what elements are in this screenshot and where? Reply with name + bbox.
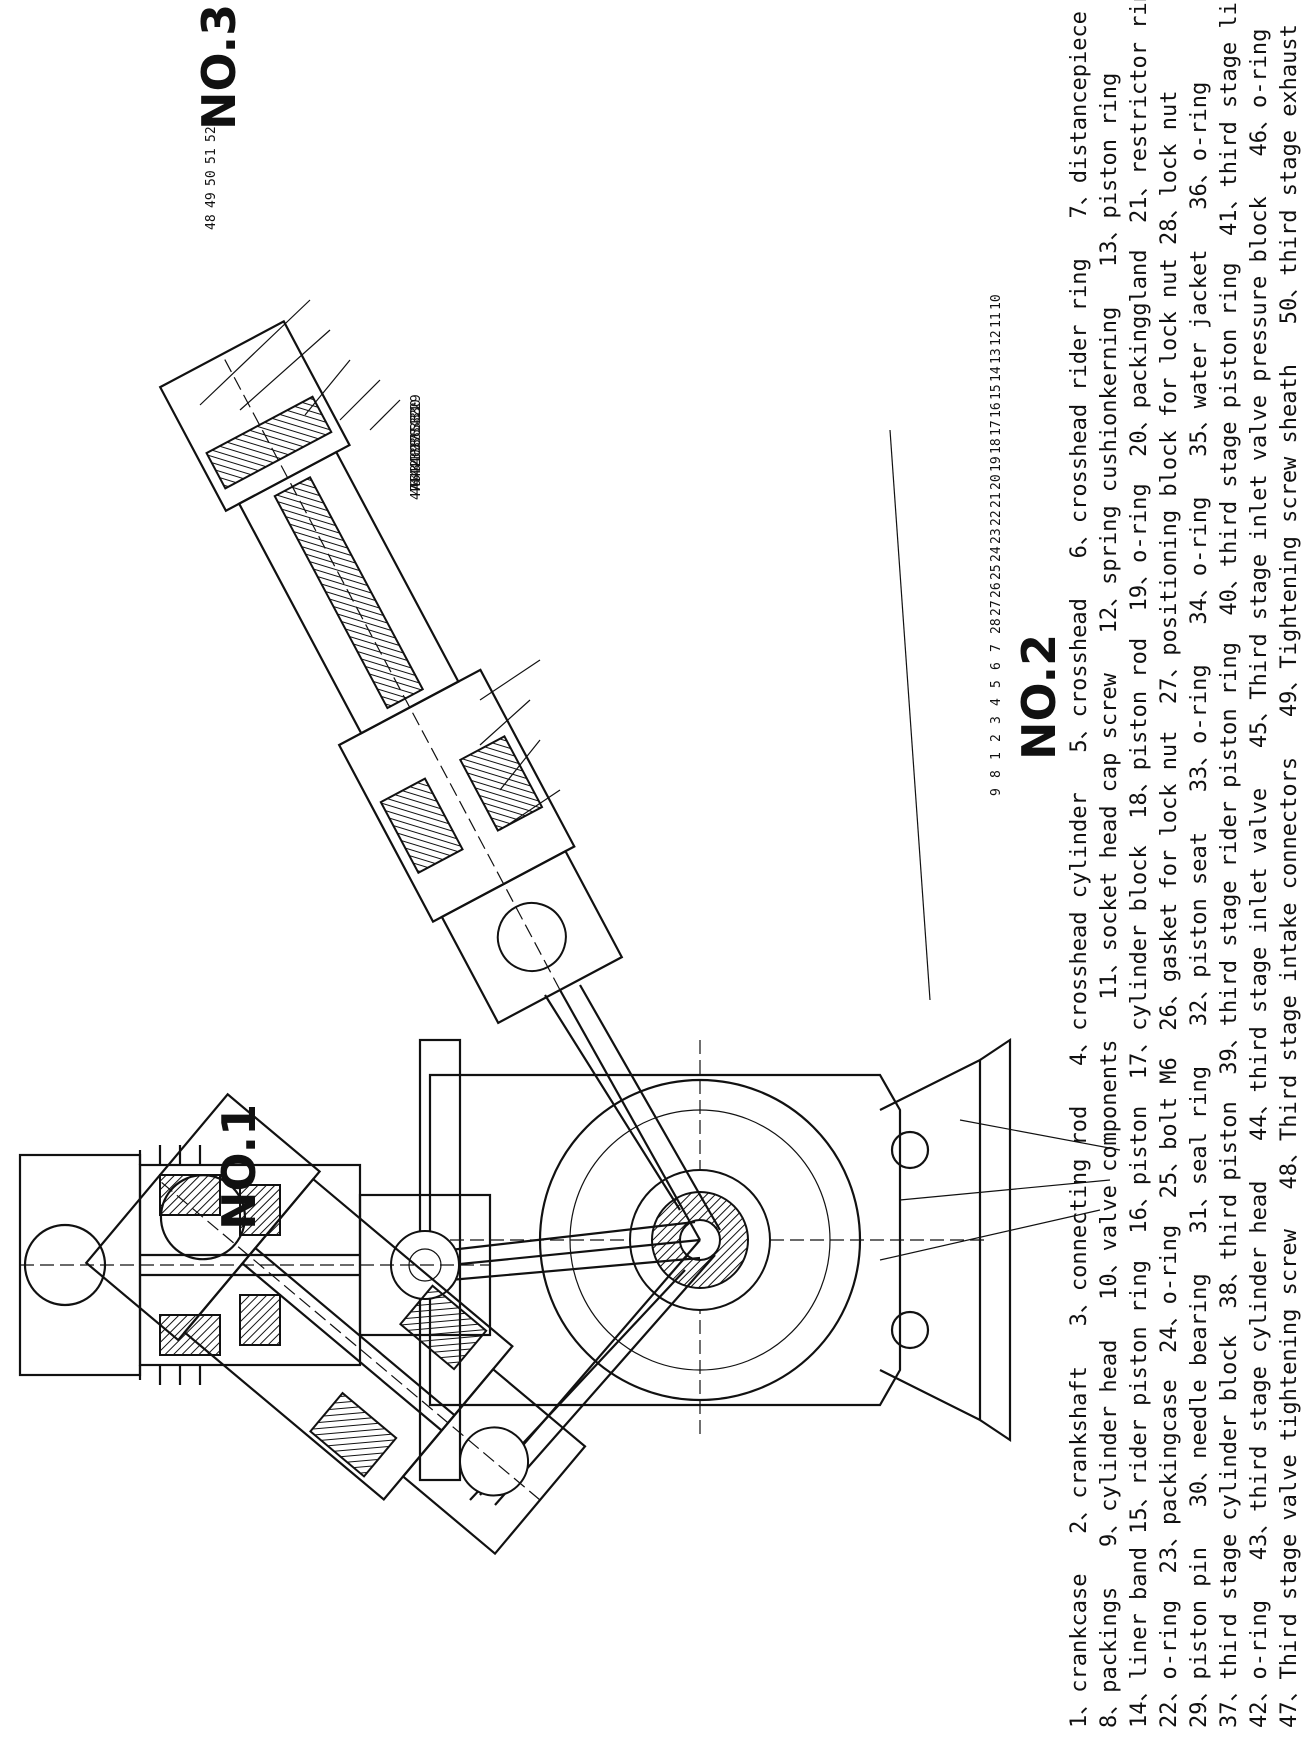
callout-number: 33 — [409, 414, 424, 430]
callout-number: 3 — [989, 716, 1004, 724]
cylinder-no2 — [18, 1145, 492, 1385]
callout-number: 17 — [989, 420, 1004, 436]
callout-number: 39 — [409, 444, 424, 460]
legend-line: 22、o-ring 23、packingcase 24、o-ring 25、bo… — [1157, 90, 1182, 1728]
callout-number: 26 — [989, 582, 1004, 598]
legend-line: 14、liner band 15、rider piston ring 16、pi… — [1127, 0, 1152, 1728]
callout-number: 49 — [204, 192, 219, 208]
callout-number: 21 — [989, 492, 1004, 508]
parts-legend: 1、crankcase 2、crankshaft 3、connecting ro… — [1045, 0, 1304, 1738]
callout-number: 14 — [989, 366, 1004, 382]
callout-number: 27 — [989, 600, 1004, 616]
callout-number: 18 — [989, 438, 1004, 454]
callout-number: 43 — [409, 464, 424, 480]
callout-number: 30 — [409, 399, 424, 415]
callout-number: 13 — [989, 348, 1004, 364]
callout-number: 8 — [989, 770, 1004, 778]
section-label-no1: NO.1 — [212, 1104, 266, 1230]
section-label-no2: NO.2 — [1012, 634, 1066, 760]
callout-number: 11 — [989, 312, 1004, 328]
callout-number: 35 — [409, 424, 424, 440]
callout-number: 42 — [409, 459, 424, 475]
callout-number: 12 — [989, 330, 1004, 346]
callout-number: 9 — [989, 788, 1004, 796]
callout-number: 38 — [409, 439, 424, 455]
callout-number: 20 — [989, 474, 1004, 490]
cylinder-no3 — [158, 319, 624, 1025]
legend-line: 1、crankcase 2、crankshaft 3、connecting ro… — [1067, 11, 1092, 1728]
legend-line: 47、Third stage valve tightening screw 48… — [1277, 24, 1302, 1728]
callout-number: 29 — [409, 394, 424, 410]
callout-number: 50 — [204, 170, 219, 186]
callout-number: 1 — [989, 752, 1004, 760]
legend-line: 8、packings 9、cylinder head 10、valve comp… — [1097, 72, 1122, 1728]
callout-number: 10 — [989, 294, 1004, 310]
legend-line: 42、o-ring 43、third stage cylinder head 4… — [1247, 28, 1272, 1728]
callout-number: 47 — [409, 484, 424, 500]
callout-number: 24 — [989, 546, 1004, 562]
callout-number: 44 — [409, 469, 424, 485]
callout-number: 32 — [409, 409, 424, 425]
callout-number: 7 — [989, 644, 1004, 652]
callout-number: 16 — [989, 402, 1004, 418]
callout-number: 6 — [989, 662, 1004, 670]
cylinder-fins-no2 — [138, 1145, 202, 1385]
callout-number: 28 — [989, 618, 1004, 634]
callout-number: 36 — [409, 429, 424, 445]
callout-number: 41 — [409, 454, 424, 470]
callout-number: 37 — [409, 434, 424, 450]
callout-number: 15 — [989, 384, 1004, 400]
callouts-no3-top: 48 49 50 51 52 — [204, 126, 219, 230]
legend-line: 29、piston pin 30、needle bearing 31、seal … — [1187, 81, 1212, 1728]
callout-number: 23 — [989, 528, 1004, 544]
leader-lines — [199, 299, 1121, 1261]
callout-number: 45 — [409, 474, 424, 490]
legend-line: 37、third stage cylinder block 38、third p… — [1217, 0, 1242, 1728]
callout-number: 4 — [989, 698, 1004, 706]
callout-number: 2 — [989, 734, 1004, 742]
cylinder-no1 — [84, 1092, 587, 1556]
callout-number: 34 — [409, 419, 424, 435]
callout-number: 31 — [409, 404, 424, 420]
section-label-no3: NO.3 — [192, 4, 246, 130]
callout-number: 19 — [989, 456, 1004, 472]
callout-number: 40 — [409, 449, 424, 465]
callout-number: 5 — [989, 680, 1004, 688]
callout-number: 51 — [204, 148, 219, 164]
callout-number: 25 — [989, 564, 1004, 580]
callout-number: 22 — [989, 510, 1004, 526]
callouts-no1-side: 1011121314151617181920212223242526272876… — [989, 294, 1004, 796]
callout-number: 48 — [204, 214, 219, 230]
callout-number: 46 — [409, 479, 424, 495]
callout-number: 52 — [204, 126, 219, 142]
